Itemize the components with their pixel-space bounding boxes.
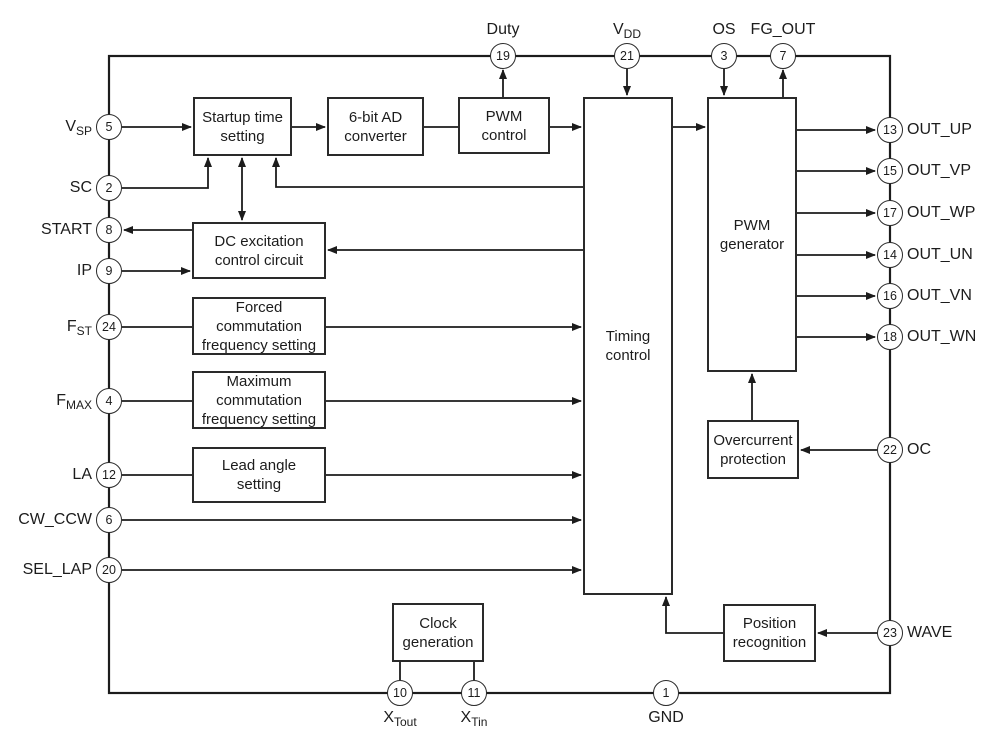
pin-number: 6: [105, 513, 113, 527]
pin-circle-outwn: 18: [877, 324, 903, 350]
pin-number: 10: [393, 686, 407, 700]
pin-circle-outup: 13: [877, 117, 903, 143]
pin-label-os: OS: [712, 21, 736, 38]
pin-circle-la: 12: [96, 462, 122, 488]
pin-label-fgout: FG_OUT: [750, 21, 816, 38]
pin-circle-duty: 19: [490, 43, 516, 69]
pin-label-wave: WAVE: [907, 624, 953, 641]
pin-circle-outwp: 17: [877, 200, 903, 226]
pin-circle-fmax: 4: [96, 388, 122, 414]
pin-number: 24: [102, 320, 116, 334]
pin-number: 21: [620, 49, 634, 63]
pin-number: 7: [779, 49, 787, 63]
block-label: Lead angle setting: [221, 457, 297, 493]
pin-number: 2: [105, 181, 113, 195]
pin-number: 22: [883, 443, 897, 457]
pin-circle-gnd: 1: [653, 680, 679, 706]
pin-circle-os: 3: [711, 43, 737, 69]
pin-circle-sc: 2: [96, 175, 122, 201]
wire-timing-to-startup: [272, 157, 583, 188]
pin-circle-outvn: 16: [877, 283, 903, 309]
block-label: Startup time setting: [202, 108, 283, 145]
pin-label-fst: FST: [66, 318, 92, 338]
wire-position-to-timing: [662, 596, 723, 634]
block-label: DC excitation control circuit: [214, 232, 304, 269]
block-position-recognition: Position recognition: [723, 604, 816, 662]
pin-number: 18: [883, 330, 897, 344]
block-dc-excitation-control: DC excitation control circuit: [192, 222, 326, 279]
pin-label-ip: IP: [76, 262, 92, 279]
pin-number: 16: [883, 289, 897, 303]
pin-circle-cwccw: 6: [96, 507, 122, 533]
pin-label-duty: Duty: [486, 21, 520, 38]
pin-circle-ip: 9: [96, 258, 122, 284]
pin-label-fmax: FMAX: [56, 392, 92, 412]
pin-circle-xtin: 11: [461, 680, 487, 706]
pin-circle-outun: 14: [877, 242, 903, 268]
block-lead-angle-setting: Lead angle setting: [192, 447, 326, 503]
block-label: PWM generator: [719, 216, 785, 253]
block-label: Timing control: [605, 328, 651, 364]
pin-number: 8: [105, 223, 113, 237]
block-startup-time-setting: Startup time setting: [193, 97, 292, 156]
pin-label-outwp: OUT_WP: [907, 204, 976, 221]
pin-label-outwn: OUT_WN: [907, 328, 977, 345]
pin-number: 11: [467, 686, 481, 700]
pin-number: 13: [883, 123, 897, 137]
block-label: Maximum commutation frequency setting: [201, 372, 317, 428]
block-label: Position recognition: [732, 615, 807, 651]
pin-label-vdd: VDD: [612, 21, 641, 41]
pin-label-xtin: XTin: [460, 709, 488, 729]
pin-circle-vsp: 5: [96, 114, 122, 140]
pin-label-start: START: [41, 221, 92, 238]
block-pwm-generator: PWM generator: [707, 97, 797, 372]
pin-label-vsp: VSP: [65, 118, 92, 138]
pin-number: 12: [102, 468, 116, 482]
pin-circle-outvp: 15: [877, 158, 903, 184]
pin-label-sc: SC: [69, 179, 92, 196]
block-pwm-control: PWM control: [458, 97, 550, 154]
pin-circle-vdd: 21: [614, 43, 640, 69]
block-forced-commutation: Forced commutation frequency setting: [192, 297, 326, 355]
pin-circle-xtout: 10: [387, 680, 413, 706]
pin-number: 3: [720, 49, 728, 63]
block-label: PWM control: [481, 107, 527, 144]
block-clock-generation: Clock generation: [392, 603, 484, 662]
pin-circle-fst: 24: [96, 314, 122, 340]
pin-number: 15: [883, 164, 897, 178]
pin-label-outvn: OUT_VN: [907, 287, 972, 304]
pin-number: 14: [883, 248, 897, 262]
block-timing-control: Timing control: [583, 97, 673, 595]
block-label: Overcurrent protection: [713, 431, 793, 468]
pin-number: 1: [662, 686, 670, 700]
wire-sc-to-startup: [122, 157, 212, 189]
block-6bit-ad-converter: 6-bit AD converter: [327, 97, 424, 156]
pin-circle-fgout: 7: [770, 43, 796, 69]
pin-circle-wave: 23: [877, 620, 903, 646]
block-label: 6-bit AD converter: [344, 108, 407, 145]
pin-label-sellap: SEL_LAP: [22, 561, 92, 578]
pin-number: 9: [105, 264, 113, 278]
pin-circle-sellap: 20: [96, 557, 122, 583]
pin-label-outvp: OUT_VP: [907, 162, 972, 179]
pin-number: 4: [105, 394, 113, 408]
pin-circle-oc: 22: [877, 437, 903, 463]
pin-number: 17: [883, 206, 897, 220]
pin-label-outun: OUT_UN: [907, 246, 973, 263]
block-label: Forced commutation frequency setting: [201, 298, 317, 354]
pin-label-cwccw: CW_CCW: [18, 511, 92, 528]
pin-number: 5: [105, 120, 113, 134]
block-label: Clock generation: [402, 614, 474, 651]
pin-label-outup: OUT_UP: [907, 121, 972, 138]
pin-circle-start: 8: [96, 217, 122, 243]
block-maximum-commutation: Maximum commutation frequency setting: [192, 371, 326, 429]
pin-label-gnd: GND: [648, 709, 684, 726]
pin-label-xtout: XTout: [383, 709, 417, 729]
pin-number: 23: [883, 626, 897, 640]
pin-label-oc: OC: [907, 441, 931, 458]
pin-label-la: LA: [72, 466, 92, 483]
pin-number: 19: [496, 49, 510, 63]
pin-number: 20: [102, 563, 116, 577]
block-overcurrent-protection: Overcurrent protection: [707, 420, 799, 479]
